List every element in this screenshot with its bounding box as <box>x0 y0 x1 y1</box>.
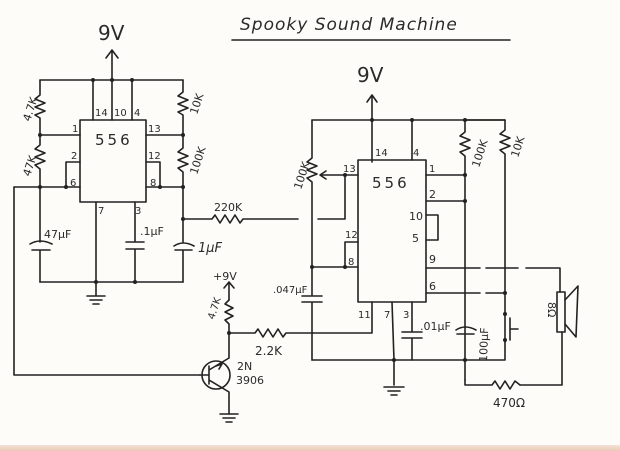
ic2-ground-icon <box>383 359 405 396</box>
pushbutton-icon[interactable] <box>504 313 519 343</box>
ic1-r-47k <box>34 134 46 188</box>
ic2-cap-0.047uf <box>301 266 323 361</box>
component-label: 5 <box>412 232 419 245</box>
ic1-r-10k <box>177 79 189 136</box>
component-label: 100K <box>469 137 490 169</box>
component-label: 10 <box>409 210 423 223</box>
ic1-r-4.7k <box>34 79 46 136</box>
component-label: 3906 <box>236 374 264 387</box>
ic2-cap-0.01uf <box>401 301 423 361</box>
component-label: 13 <box>343 164 356 175</box>
component-label: 13 <box>148 124 161 135</box>
component-label: 1μF <box>198 241 223 256</box>
component-label: .1μF <box>140 225 164 238</box>
component-label: 100μF <box>477 327 491 362</box>
component-label: 2 <box>429 188 436 201</box>
component-label: 14 <box>375 148 388 159</box>
component-label: 2 <box>71 151 77 162</box>
ic2-part-label: 556 <box>372 174 410 192</box>
component-label: 1 <box>72 124 78 135</box>
component-label: 12 <box>148 151 161 162</box>
paper-edge <box>0 445 620 451</box>
component-label: 4 <box>134 108 140 119</box>
ic1-supply-label: 9V <box>98 21 125 45</box>
component-label: 47μF <box>44 228 71 241</box>
ic1-r-100k <box>177 134 189 188</box>
output-r-470 <box>464 379 521 390</box>
component-label: +9V <box>213 270 237 283</box>
ic1-section: 9V 556 14 10 4 1 13 2 12 6 8 7 3 4.7K 47… <box>13 21 223 305</box>
component-label: 47K <box>20 153 39 178</box>
component-label: .01μF <box>420 320 451 333</box>
ic1-cap-47uf <box>29 186 53 283</box>
ic2-cap-100uf <box>455 326 477 335</box>
ic2-r-100k <box>459 119 471 381</box>
component-label: 8Ω <box>545 302 558 317</box>
ic1-ground-icon <box>86 281 106 305</box>
transistor-r-pullup <box>224 299 234 334</box>
component-label: 3 <box>403 310 409 321</box>
speaker-icon <box>556 291 566 333</box>
component-label: 100K <box>291 159 312 191</box>
component-label: 4.7K <box>206 296 224 321</box>
component-label: 12 <box>345 230 358 241</box>
component-label: 2N <box>237 360 252 373</box>
coupling-resistor: 220K <box>181 201 299 224</box>
component-label: .047μF <box>273 285 308 296</box>
transistor-r-base <box>228 328 314 338</box>
ic1-cap-0.1uf <box>125 201 145 283</box>
component-label: 1 <box>429 164 435 175</box>
ic2-section: 9V 556 14 4 13 1 2 10 5 12 8 9 6 11 7 3 … <box>273 63 579 410</box>
component-label: 10K <box>508 134 527 159</box>
component-label: 2.2K <box>255 344 283 358</box>
component-label: 220K <box>214 201 243 214</box>
ic2-pot-100k <box>306 119 318 268</box>
component-label: 10K <box>187 91 206 116</box>
component-label: 3 <box>135 206 141 217</box>
schematic-title: Spooky Sound Machine <box>240 15 458 35</box>
component-label: 6 <box>429 280 436 293</box>
component-label: 9 <box>429 253 436 266</box>
ic1-part-label: 556 <box>95 131 133 149</box>
trigger-wire <box>13 186 201 376</box>
ic1-supply-arrow <box>105 49 119 81</box>
ic1-cap-1uf <box>173 186 195 283</box>
component-label: 11 <box>358 310 371 321</box>
component-label: 470Ω <box>493 396 525 410</box>
ic2-supply-label: 9V <box>357 63 384 87</box>
component-label: 100K <box>187 144 208 176</box>
component-label: 4 <box>413 148 419 159</box>
component-label: 14 <box>95 108 108 119</box>
component-label: 7 <box>98 206 104 217</box>
ic2-r-10k <box>464 119 511 315</box>
ic1-chip <box>79 119 147 203</box>
component-label: 6 <box>70 178 76 189</box>
component-label: 10 <box>114 108 127 119</box>
component-label: 8 <box>150 178 156 189</box>
component-label: 8 <box>348 257 354 268</box>
component-label: 7 <box>384 310 390 321</box>
transistor-ground-icon <box>219 413 239 423</box>
